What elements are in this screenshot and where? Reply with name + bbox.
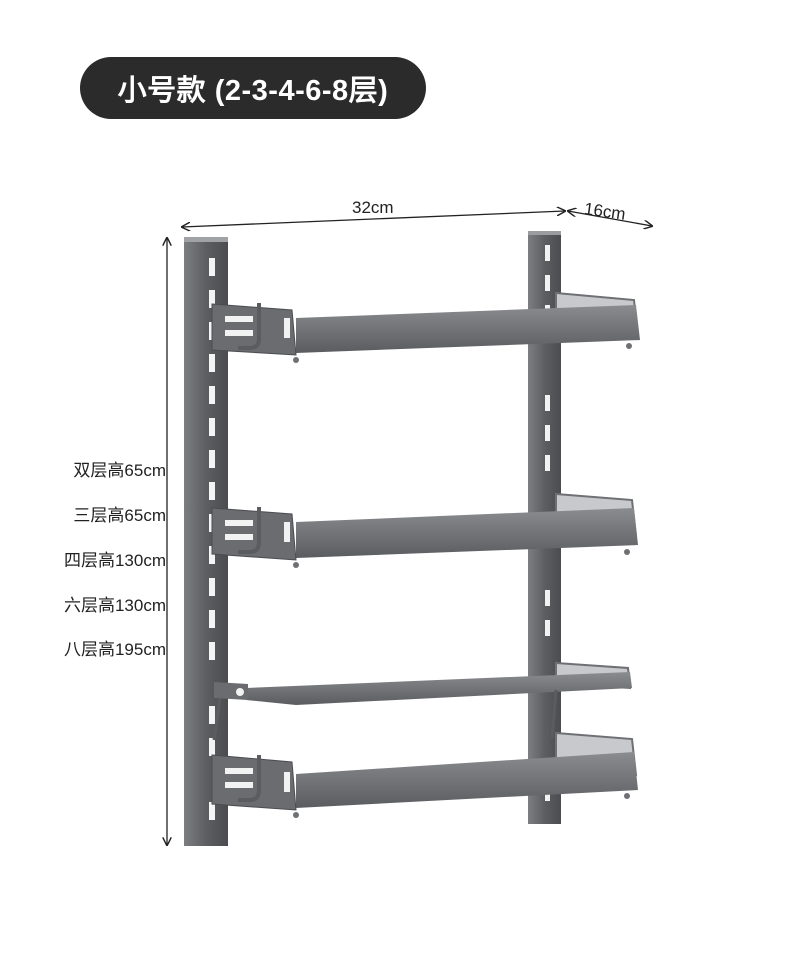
shelf-tier-4 — [211, 731, 638, 818]
width-dimension-line — [182, 211, 565, 227]
shelf-tier-3 — [212, 661, 632, 741]
height-option-2-tier: 双层高65cm — [73, 461, 166, 480]
depth-dimension-line — [568, 211, 652, 226]
shelf-tier-1 — [211, 291, 640, 363]
height-option-4-tier: 四层高130cm — [63, 551, 166, 570]
title-text: 小号款 (2-3-4-6-8层) — [117, 75, 389, 107]
shelf-tier-2 — [211, 492, 638, 568]
title-badge: 小号款 (2-3-4-6-8层) — [80, 57, 426, 119]
height-option-8-tier: 八层高195cm — [63, 640, 166, 659]
height-option-6-tier: 六层高130cm — [63, 596, 166, 615]
height-option-3-tier: 三层高65cm — [73, 506, 166, 525]
